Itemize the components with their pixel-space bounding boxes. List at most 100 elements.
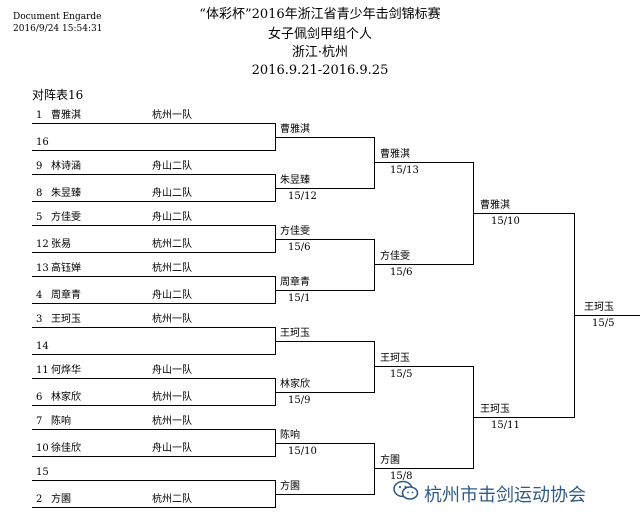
watermark-text: 杭州市击剑运动协会 bbox=[424, 485, 586, 506]
page-title: “体彩杯”2016年浙江省青少年击剑锦标赛 bbox=[199, 7, 441, 22]
software-name: Document Engarde bbox=[13, 12, 102, 22]
seed-number: 4 bbox=[36, 290, 43, 301]
bracket-line bbox=[32, 378, 276, 379]
bracket-line bbox=[275, 289, 375, 291]
team-name: 舟山二队 bbox=[152, 188, 192, 199]
bracket-line bbox=[574, 315, 640, 316]
team-name: 舟山一队 bbox=[152, 365, 192, 376]
bout-score: 15/13 bbox=[390, 165, 419, 176]
event-location: 浙江·杭州 bbox=[291, 45, 349, 60]
fencer-name: 周章青 bbox=[51, 290, 81, 301]
seed-number: 3 bbox=[36, 314, 43, 325]
bracket-line bbox=[374, 468, 474, 469]
bout-score: 15/10 bbox=[491, 216, 520, 227]
seed-number: 11 bbox=[36, 365, 49, 376]
seed-number: 1 bbox=[36, 110, 43, 121]
bracket-line bbox=[32, 174, 276, 175]
winner-name: 朱昱臻 bbox=[280, 174, 310, 186]
fencer-name: 陈响 bbox=[51, 416, 71, 427]
print-timestamp: 2016/9/24 15:54:31 bbox=[13, 24, 103, 34]
champion-name: 王珂玉 bbox=[584, 302, 614, 313]
seed-number: 6 bbox=[36, 392, 43, 403]
fencer-name: 曹雅淇 bbox=[51, 110, 81, 121]
bracket-line bbox=[32, 456, 276, 457]
bout-score: 15/11 bbox=[491, 420, 520, 431]
bracket-line bbox=[374, 162, 474, 163]
bracket-line bbox=[32, 150, 276, 151]
bout-score: 15/10 bbox=[288, 445, 317, 457]
bracket-line bbox=[32, 303, 276, 304]
bracket-line bbox=[32, 252, 276, 253]
fencer-name: 朱昱臻 bbox=[51, 188, 81, 199]
seed-number: 5 bbox=[36, 212, 43, 223]
seed-number: 8 bbox=[36, 188, 43, 199]
event-dates: 2016.9.21-2016.9.25 bbox=[251, 63, 389, 78]
seed-number: 15 bbox=[36, 467, 49, 478]
fencer-name: 王珂玉 bbox=[51, 314, 81, 325]
bracket-line bbox=[32, 327, 276, 328]
table-label: 对阵表16 bbox=[32, 88, 84, 102]
team-name: 杭州二队 bbox=[152, 263, 192, 274]
bracket-line bbox=[32, 405, 276, 406]
bracket-line bbox=[275, 493, 375, 495]
bracket-line bbox=[275, 238, 375, 240]
bracket-line bbox=[275, 391, 375, 393]
bracket-line bbox=[32, 429, 276, 430]
seed-number: 2 bbox=[36, 494, 43, 505]
team-name: 舟山二队 bbox=[152, 212, 192, 223]
bracket-line bbox=[275, 187, 375, 189]
bracket-line bbox=[32, 201, 276, 202]
winner-name: 方園 bbox=[280, 480, 300, 492]
bracket-line bbox=[374, 264, 474, 265]
bout-score: 15/9 bbox=[288, 394, 311, 406]
team-name: 杭州一队 bbox=[152, 392, 192, 403]
bracket-line bbox=[32, 276, 276, 277]
winner-name: 林家欣 bbox=[280, 378, 310, 390]
winner-name: 曹雅淇 bbox=[380, 149, 410, 160]
event-name: 女子佩剑甲组个人 bbox=[267, 27, 372, 42]
final-score: 15/5 bbox=[592, 318, 615, 329]
fencer-name: 徐佳欣 bbox=[51, 443, 81, 454]
seed-number: 9 bbox=[36, 161, 43, 172]
winner-name: 方園 bbox=[380, 455, 400, 466]
winner-name: 陈响 bbox=[280, 429, 300, 441]
bracket-line bbox=[473, 417, 575, 418]
team-name: 杭州一队 bbox=[152, 416, 192, 427]
fencer-name: 高钰婵 bbox=[51, 263, 81, 274]
fencer-name: 林家欣 bbox=[51, 392, 81, 403]
bout-score: 15/8 bbox=[390, 471, 413, 482]
seed-number: 10 bbox=[36, 443, 49, 454]
bracket-line bbox=[275, 442, 375, 444]
bout-score: 15/12 bbox=[288, 190, 317, 202]
winner-name: 方佳雯 bbox=[280, 225, 310, 237]
bout-score: 15/5 bbox=[390, 369, 413, 380]
bracket-line bbox=[32, 480, 276, 481]
team-name: 杭州二队 bbox=[152, 494, 192, 505]
team-name: 杭州一队 bbox=[152, 314, 192, 325]
wechat-icon bbox=[393, 480, 419, 502]
winner-name: 周章青 bbox=[280, 276, 310, 288]
team-name: 舟山二队 bbox=[152, 161, 192, 172]
seed-number: 12 bbox=[36, 239, 49, 250]
team-name: 舟山二队 bbox=[152, 290, 192, 301]
winner-name: 王珂玉 bbox=[280, 327, 310, 339]
seed-number: 16 bbox=[36, 137, 49, 148]
fencer-name: 方佳雯 bbox=[51, 212, 81, 223]
bracket-line bbox=[275, 136, 375, 138]
bout-score: 15/1 bbox=[288, 292, 311, 304]
fencer-name: 林诗涵 bbox=[51, 161, 81, 172]
team-name: 杭州一队 bbox=[152, 110, 192, 121]
seed-number: 7 bbox=[36, 416, 43, 427]
winner-name: 曹雅淇 bbox=[280, 123, 310, 135]
fencer-name: 张易 bbox=[51, 239, 71, 250]
winner-name: 方佳雯 bbox=[380, 251, 410, 262]
bracket-line bbox=[275, 340, 375, 342]
fencer-name: 何烨华 bbox=[51, 365, 81, 376]
bracket-line bbox=[32, 225, 276, 226]
seed-number: 13 bbox=[36, 263, 49, 274]
bracket-line bbox=[32, 507, 276, 508]
bracket-line bbox=[473, 213, 575, 214]
team-name: 杭州二队 bbox=[152, 239, 192, 250]
winner-name: 王珂玉 bbox=[380, 353, 410, 364]
bout-score: 15/6 bbox=[288, 241, 311, 253]
